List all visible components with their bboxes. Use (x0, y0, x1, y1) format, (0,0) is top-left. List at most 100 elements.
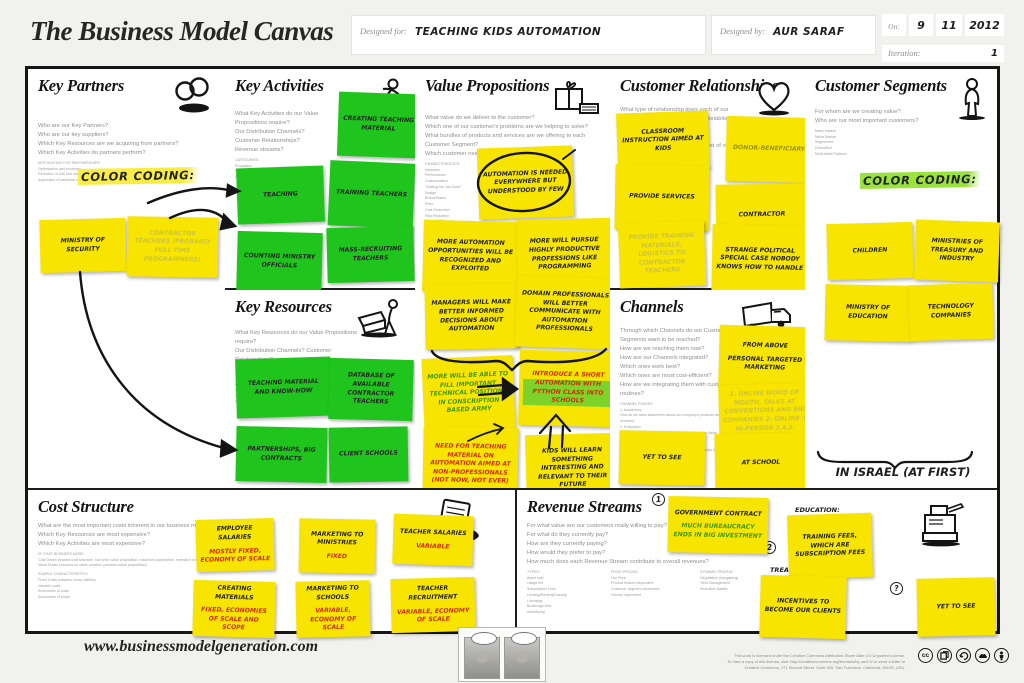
note-line2: PERSONAL TARGETED MARKETING (727, 354, 803, 372)
note-text: MINISTRIES OF TREASURY AND INDUSTRY (930, 237, 984, 263)
note-text: CLASSROOM INSTRUCTION AIMED AT KIDS (622, 126, 704, 153)
website-link[interactable]: www.businessmodelgeneration.com (84, 638, 319, 655)
note-text: INCENTIVES TO BECOME OUR CLIENTS (764, 597, 842, 615)
sticky-note-ministries-treasury-industry: MINISTRIES OF TREASURY AND INDUSTRY (913, 219, 1001, 283)
note-text: PROVIDE TRAINING MATERIALS, LOGISTICS TO… (628, 231, 695, 276)
page-title: The Business Model Canvas (30, 16, 334, 46)
sticky-note-at-school: AT SCHOOL (714, 432, 808, 494)
sticky-note-incentives-clients: INCENTIVES TO BECOME OUR CLIENTS (759, 574, 847, 640)
note-text: MORE AUTOMATION OPPORTUNITIES WILL BE RE… (428, 238, 514, 273)
customer-relationships-title: Customer Relationships (620, 76, 779, 95)
sticky-note-teaching: TEACHING (236, 165, 325, 225)
iteration-value: 1 (991, 48, 998, 59)
note-text: DATABASE OF AVAILABLE CONTRACTOR TEACHER… (347, 371, 395, 406)
designed-for-box: Designed for: TEACHING KIDS AUTOMATION (352, 16, 705, 54)
section-customer-segments: Customer Segments For whom are we creati… (805, 69, 1001, 488)
promo-photo-left (464, 632, 500, 679)
gift-box-icon (550, 77, 602, 124)
note-text: AT SCHOOL (741, 458, 781, 467)
note-text: YET TO SEE (642, 453, 682, 462)
section-cost-structure: Cost Structure What are the most importa… (28, 488, 517, 639)
note-subtitle: VARIABLE, ECONOMY OF SCALE (396, 606, 470, 624)
cost-structure-title: Cost Structure (38, 497, 134, 516)
customer-segments-hints: Mass Market Niche Market Segmented Diver… (815, 128, 847, 156)
note-subtitle: FIXED (326, 552, 348, 560)
sticky-note-provide-training-materials: PROVIDE TRAINING MATERIALS, LOGISTICS TO… (617, 220, 707, 289)
note-text: CONTRACTOR (738, 210, 786, 219)
section-key-resources: Key Resources What Key Resources do our … (225, 290, 417, 488)
designed-by-box: Designed by: AUR SARAF (712, 16, 875, 54)
sticky-note-technology-companies: TECHNOLOGY COMPANIES (908, 282, 994, 342)
revenue-streams-hints-row: TYPES: Asset sale Usage fee Subscription… (517, 567, 997, 616)
note-subtitle: MUCH BUREAUCRACY ENDS IN BIG INVESTMENT (673, 522, 763, 540)
section-revenue-streams: Revenue Streams For what value are our c… (517, 488, 997, 640)
creative-commons-badges: cc (918, 648, 1009, 663)
note-title: CREATING MATERIALS (214, 584, 254, 602)
sticky-note-yet-to-see-revenue: YET TO SEE (916, 577, 996, 637)
sticky-note-more-automation-opportunities: MORE AUTOMATION OPPORTUNITIES WILL BE RE… (422, 219, 519, 294)
cc-share-alike-icon (956, 648, 971, 663)
education-label: EDUCATION: (795, 506, 840, 514)
sticky-note-contractor-teachers: CONTRACTOR TEACHERS (PROBABLY FULL TIME … (126, 216, 219, 278)
color-coding-label-green: COLOR CODING: (859, 170, 981, 190)
cc-remix-icon (937, 648, 952, 663)
sticky-note-database-contractor-teachers: DATABASE OF AVAILABLE CONTRACTOR TEACHER… (328, 357, 414, 422)
cost-structure-hints-b: SAMPLE CHARACTERISTICS: Fixed Costs (sal… (38, 572, 96, 600)
note-title: TEACHER RECRUITMENT (408, 584, 458, 602)
note-text: PROVIDE SERVICES (629, 192, 695, 201)
section-channels: Channels Through which Channels do our C… (610, 290, 812, 494)
sticky-note-counting-ministry-officials: COUNTING MINISTRY OFFICIALS (236, 230, 323, 293)
designed-for-value: TEACHING KIDS AUTOMATION (414, 26, 602, 38)
iteration-label: Iteration: (888, 48, 921, 58)
section-customer-relationships: Customer Relationships What type of rela… (610, 69, 813, 295)
sticky-note-introduce-python-class: INTRODUCE A SHORT AUTOMATION WITH PYTHON… (518, 349, 618, 428)
heart-icon (751, 77, 797, 122)
sticky-note-creating-materials: CREATING MATERIALS FIXED, ECONOMIES OF S… (192, 579, 276, 639)
business-model-canvas: Key Partners Who are our Key Partners? W… (25, 66, 1001, 640)
key-activities-questions: What Key Activities do our Value Proposi… (235, 111, 319, 153)
key-resources-title: Key Resources (235, 297, 332, 316)
note-text-highlighted: AUTOMATION WITH PYTHON CLASS INTO SCHOOL… (522, 378, 614, 407)
note-subtitle: VARIABLE, ECONOMY OF SCALE (310, 606, 357, 632)
date-month: 11 (936, 14, 962, 36)
note-text: MINISTRY OF EDUCATION (845, 303, 891, 321)
key-partners-questions: Who are our Key Partners? Who are our ke… (38, 123, 179, 156)
note-text: TRAINING FEES, WHICH ARE SUBSCRIPTION FE… (795, 532, 866, 559)
sticky-note-donor-beneficiary: DONOR-BENEFICIARY (725, 115, 813, 184)
note-text: MASS-RECRUITING TEACHERS (338, 245, 403, 262)
person-icon (955, 77, 989, 126)
note-text: TEACHING MATERIAL AND KNOW-HOW (247, 377, 319, 396)
note-text: DOMAIN PROFESSIONALS WILL BETTER COMMUNI… (521, 289, 610, 334)
color-coding-label-yellow: COLOR CODING: (77, 166, 199, 186)
section-key-activities: Key Activities What Key Activities do ou… (225, 69, 421, 293)
note-subtitle: MOSTLY FIXED, ECONOMY OF SCALE (200, 546, 271, 565)
note-title: GOVERNMENT CONTRACT (674, 508, 762, 518)
note-text: MORE WILL PURSUE HIGHLY PRODUCTIVE PROFE… (528, 236, 600, 271)
note-text: MORE WILL BE ABLE TO FILL IMPORTANT TECH… (427, 370, 509, 415)
date-year: 2012 (965, 14, 1004, 36)
note-text: CHILDREN (852, 246, 888, 255)
designed-for-label: Designed for: (360, 26, 407, 36)
designed-by-value: AUR SARAF (773, 26, 845, 38)
note-subtitle: VARIABLE (415, 541, 450, 551)
note-text: MINISTRY OF SECURITY (60, 236, 106, 253)
customer-segments-questions: For whom are we creating value? Who are … (815, 109, 919, 124)
section-value-propositions: Value Propositions What value do we deli… (415, 69, 620, 505)
sticky-note-children: CHILDREN (826, 221, 914, 281)
note-text: CREATING TEACHING MATERIAL (343, 115, 415, 133)
note-subtitle: FIXED, ECONOMIES OF SCALE AND SCOPE (200, 606, 267, 632)
customer-segments-title: Customer Segments (815, 76, 947, 95)
sticky-note-strange-political-case: STRANGE POLITICAL SPECIAL CASE NOBODY KN… (711, 224, 809, 295)
sticky-note-marketing-to-ministries: MARKETING TO MINISTRIES FIXED (298, 518, 376, 574)
note-text: STRANGE POLITICAL SPECIAL CASE NOBODY KN… (716, 245, 804, 272)
sticky-note-technical-positions-army: MORE WILL BE ABLE TO FILL IMPORTANT TECH… (421, 355, 516, 432)
note-title: MARKETING TO MINISTRIES (310, 530, 364, 547)
note-text: AUTOMATION IS NEEDED EVERYWHERE BUT UNDE… (482, 168, 568, 196)
iteration-box: Iteration: 1 (882, 45, 1004, 62)
on-label: On: (882, 14, 906, 36)
cc-attribution-icon (994, 648, 1009, 663)
note-text: NEED FOR TEACHING MATERIAL ON AUTOMATION… (430, 442, 511, 486)
revenue-streams-title: Revenue Streams (527, 497, 642, 516)
sticky-note-teaching-material-know-how: TEACHING MATERIAL AND KNOW-HOW (235, 356, 332, 419)
book-promo-photos (458, 627, 546, 682)
